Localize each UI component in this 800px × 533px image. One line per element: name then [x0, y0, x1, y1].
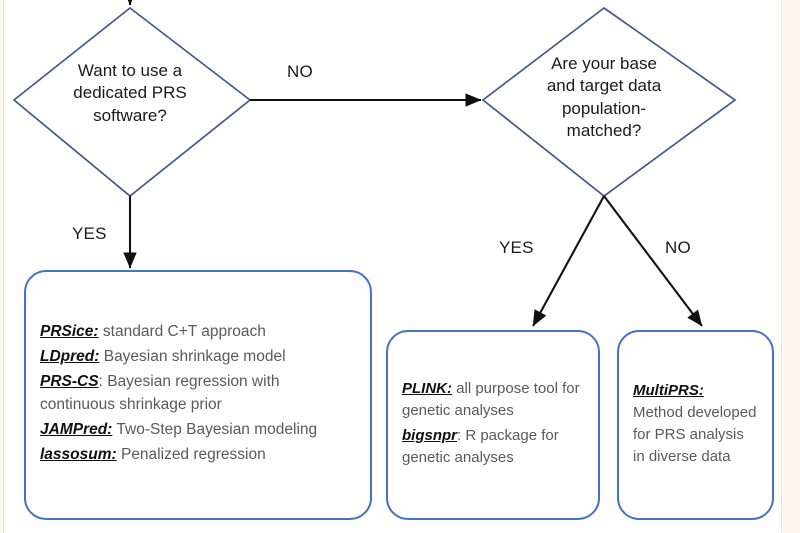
- tool-name: PRS-CS: [40, 373, 99, 391]
- list-item: JAMPred: Two-Step Bayesian modeling: [40, 419, 356, 441]
- list-item: MultiPRS: Method developed for PRS analy…: [633, 380, 758, 469]
- tool-name: PRSice:: [40, 322, 99, 340]
- tool-desc: : Bayesian regression with continuous sh…: [40, 373, 280, 413]
- box-diverse-data-tools: MultiPRS: Method developed for PRS analy…: [617, 330, 774, 520]
- tool-name: JAMPred:: [40, 420, 113, 438]
- tool-name: PLINK:: [402, 379, 452, 397]
- tool-name: MultiPRS:: [633, 381, 704, 399]
- list-item: PLINK: all purpose tool for genetic anal…: [402, 378, 584, 422]
- tool-name: lassosum:: [40, 446, 117, 464]
- list-item: bigsnpr: R package for genetic analyses: [402, 425, 584, 469]
- tool-desc: Method developed for PRS analysis in div…: [633, 403, 757, 466]
- tool-desc: Two-Step Bayesian modeling: [112, 420, 318, 438]
- tool-desc: Bayesian shrinkage model: [99, 347, 286, 365]
- tool-desc: : R package for genetic analyses: [402, 427, 559, 467]
- arrow-yes-to-box-mid: [532, 195, 605, 327]
- list-item: lassosum: Penalized regression: [40, 444, 356, 466]
- box-population-matched-tools: PLINK: all purpose tool for genetic anal…: [386, 330, 600, 520]
- list-item: PRS-CS: Bayesian regression with continu…: [40, 371, 356, 416]
- tool-name: LDpred:: [40, 347, 100, 365]
- tool-desc: standard C+T approach: [98, 322, 266, 340]
- decision-diamond-2: [481, 6, 737, 198]
- box-dedicated-prs-tools: PRSice: standard C+T approach LDpred: Ba…: [24, 270, 372, 520]
- tool-name: bigsnpr: [402, 427, 457, 444]
- arrow-no-to-box-right: [603, 195, 703, 327]
- list-item: LDpred: Bayesian shrinkage model: [40, 346, 356, 368]
- tool-desc: all purpose tool for genetic analyses: [402, 379, 580, 419]
- decision-diamond-1: [12, 6, 252, 198]
- list-item: PRSice: standard C+T approach: [40, 321, 356, 343]
- tool-desc: Penalized regression: [116, 446, 266, 464]
